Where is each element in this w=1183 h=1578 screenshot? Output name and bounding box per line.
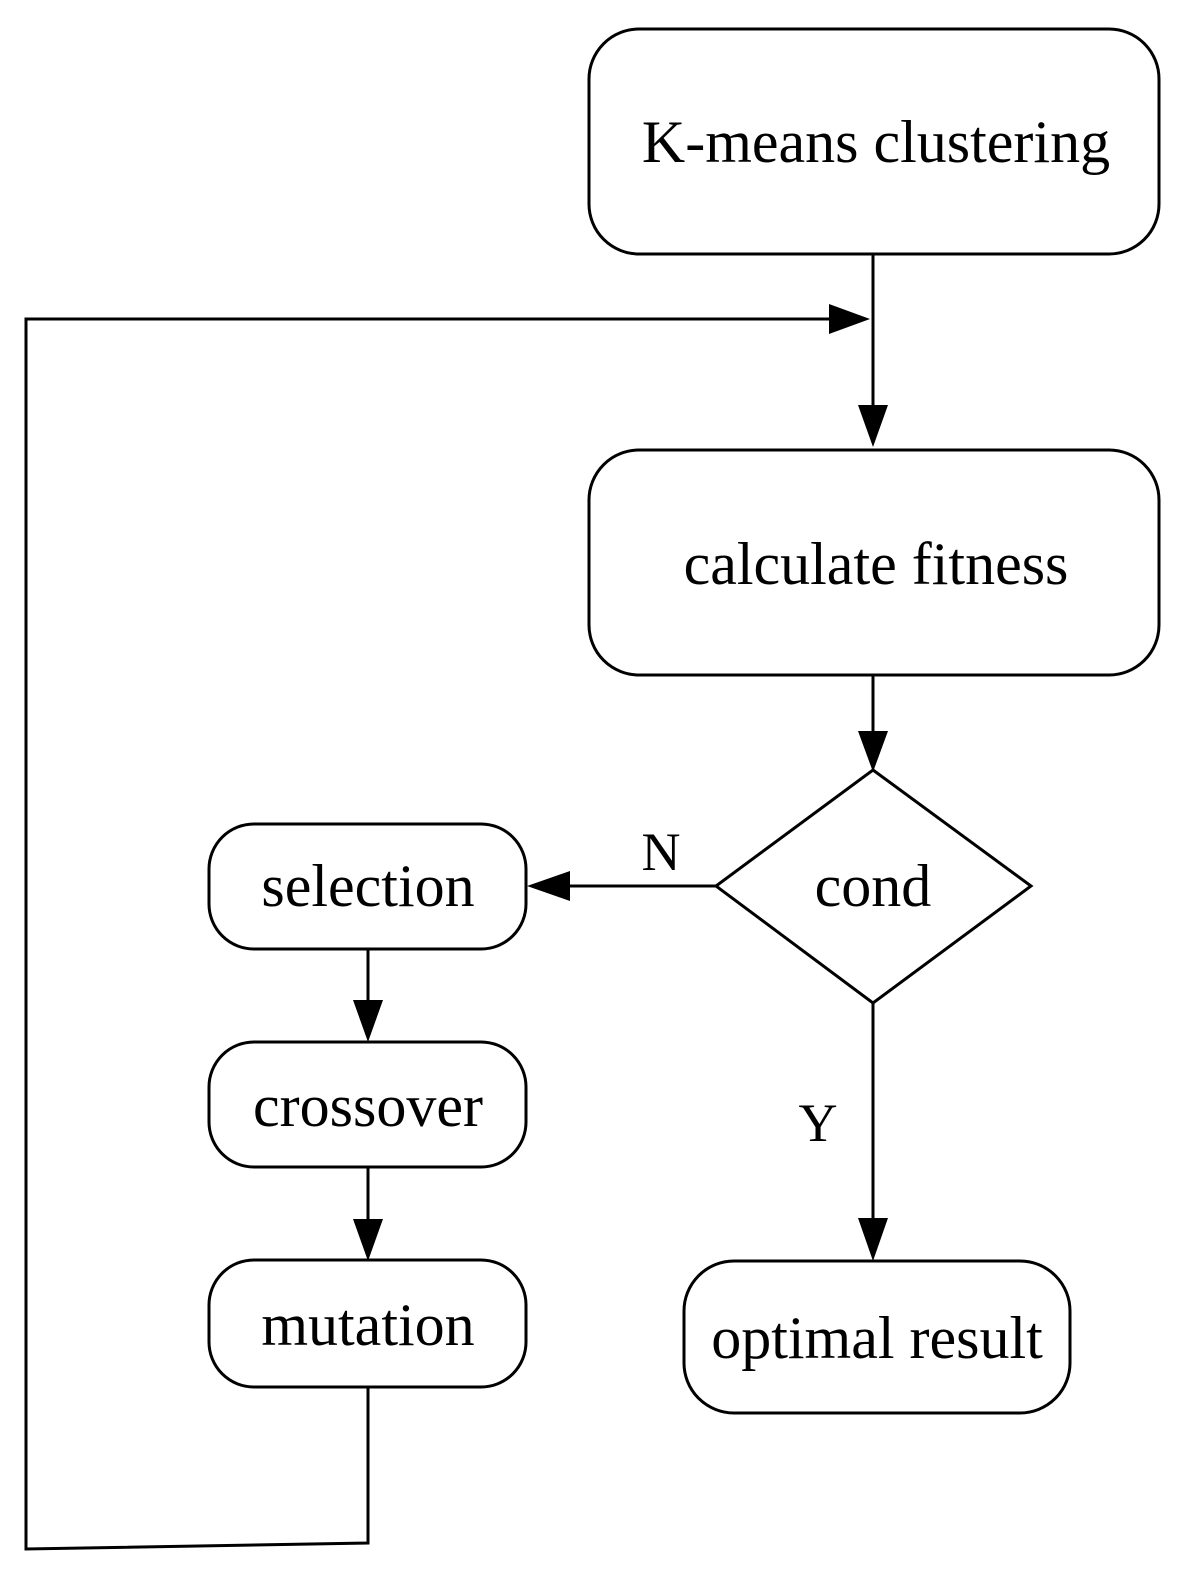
edge-mutation-loop-back <box>24 317 832 1551</box>
edge-label-no: N <box>642 822 681 882</box>
node-optimal-box <box>682 1259 1072 1415</box>
node-kmeans-label: K-means clustering <box>642 109 1110 175</box>
node-optimal-result: optimal result <box>682 1259 1072 1415</box>
node-cond-diamond <box>713 768 1034 1005</box>
node-kmeans-clustering: K-means clustering <box>587 27 1161 256</box>
node-crossover-label: crossover <box>253 1073 483 1139</box>
node-selection: selection <box>207 822 528 951</box>
node-mutation-label: mutation <box>261 1292 474 1358</box>
node-fitness-label: calculate fitness <box>684 531 1069 597</box>
node-mutation: mutation <box>207 1258 528 1389</box>
arrowhead-loop-junction <box>829 304 870 334</box>
edges <box>24 254 888 1551</box>
node-kmeans-box <box>587 27 1161 256</box>
node-optimal-label: optimal result <box>711 1305 1043 1371</box>
node-selection-label: selection <box>261 853 474 919</box>
arrowhead-into-mutation <box>353 1219 383 1261</box>
arrowhead-into-fitness <box>858 405 888 447</box>
arrowhead-into-optimal <box>858 1218 888 1261</box>
node-calculate-fitness: calculate fitness <box>587 448 1161 677</box>
arrowhead-into-crossover <box>353 1000 383 1042</box>
node-selection-box <box>207 822 528 951</box>
arrowhead-into-selection <box>527 871 570 901</box>
node-cond: cond <box>713 768 1034 1005</box>
arrowhead-into-cond <box>858 731 888 772</box>
node-mutation-box <box>207 1258 528 1389</box>
node-crossover: crossover <box>207 1040 528 1169</box>
node-cond-label: cond <box>815 853 932 919</box>
node-fitness-box <box>587 448 1161 677</box>
node-crossover-box <box>207 1040 528 1169</box>
edge-label-yes: Y <box>799 1093 838 1153</box>
